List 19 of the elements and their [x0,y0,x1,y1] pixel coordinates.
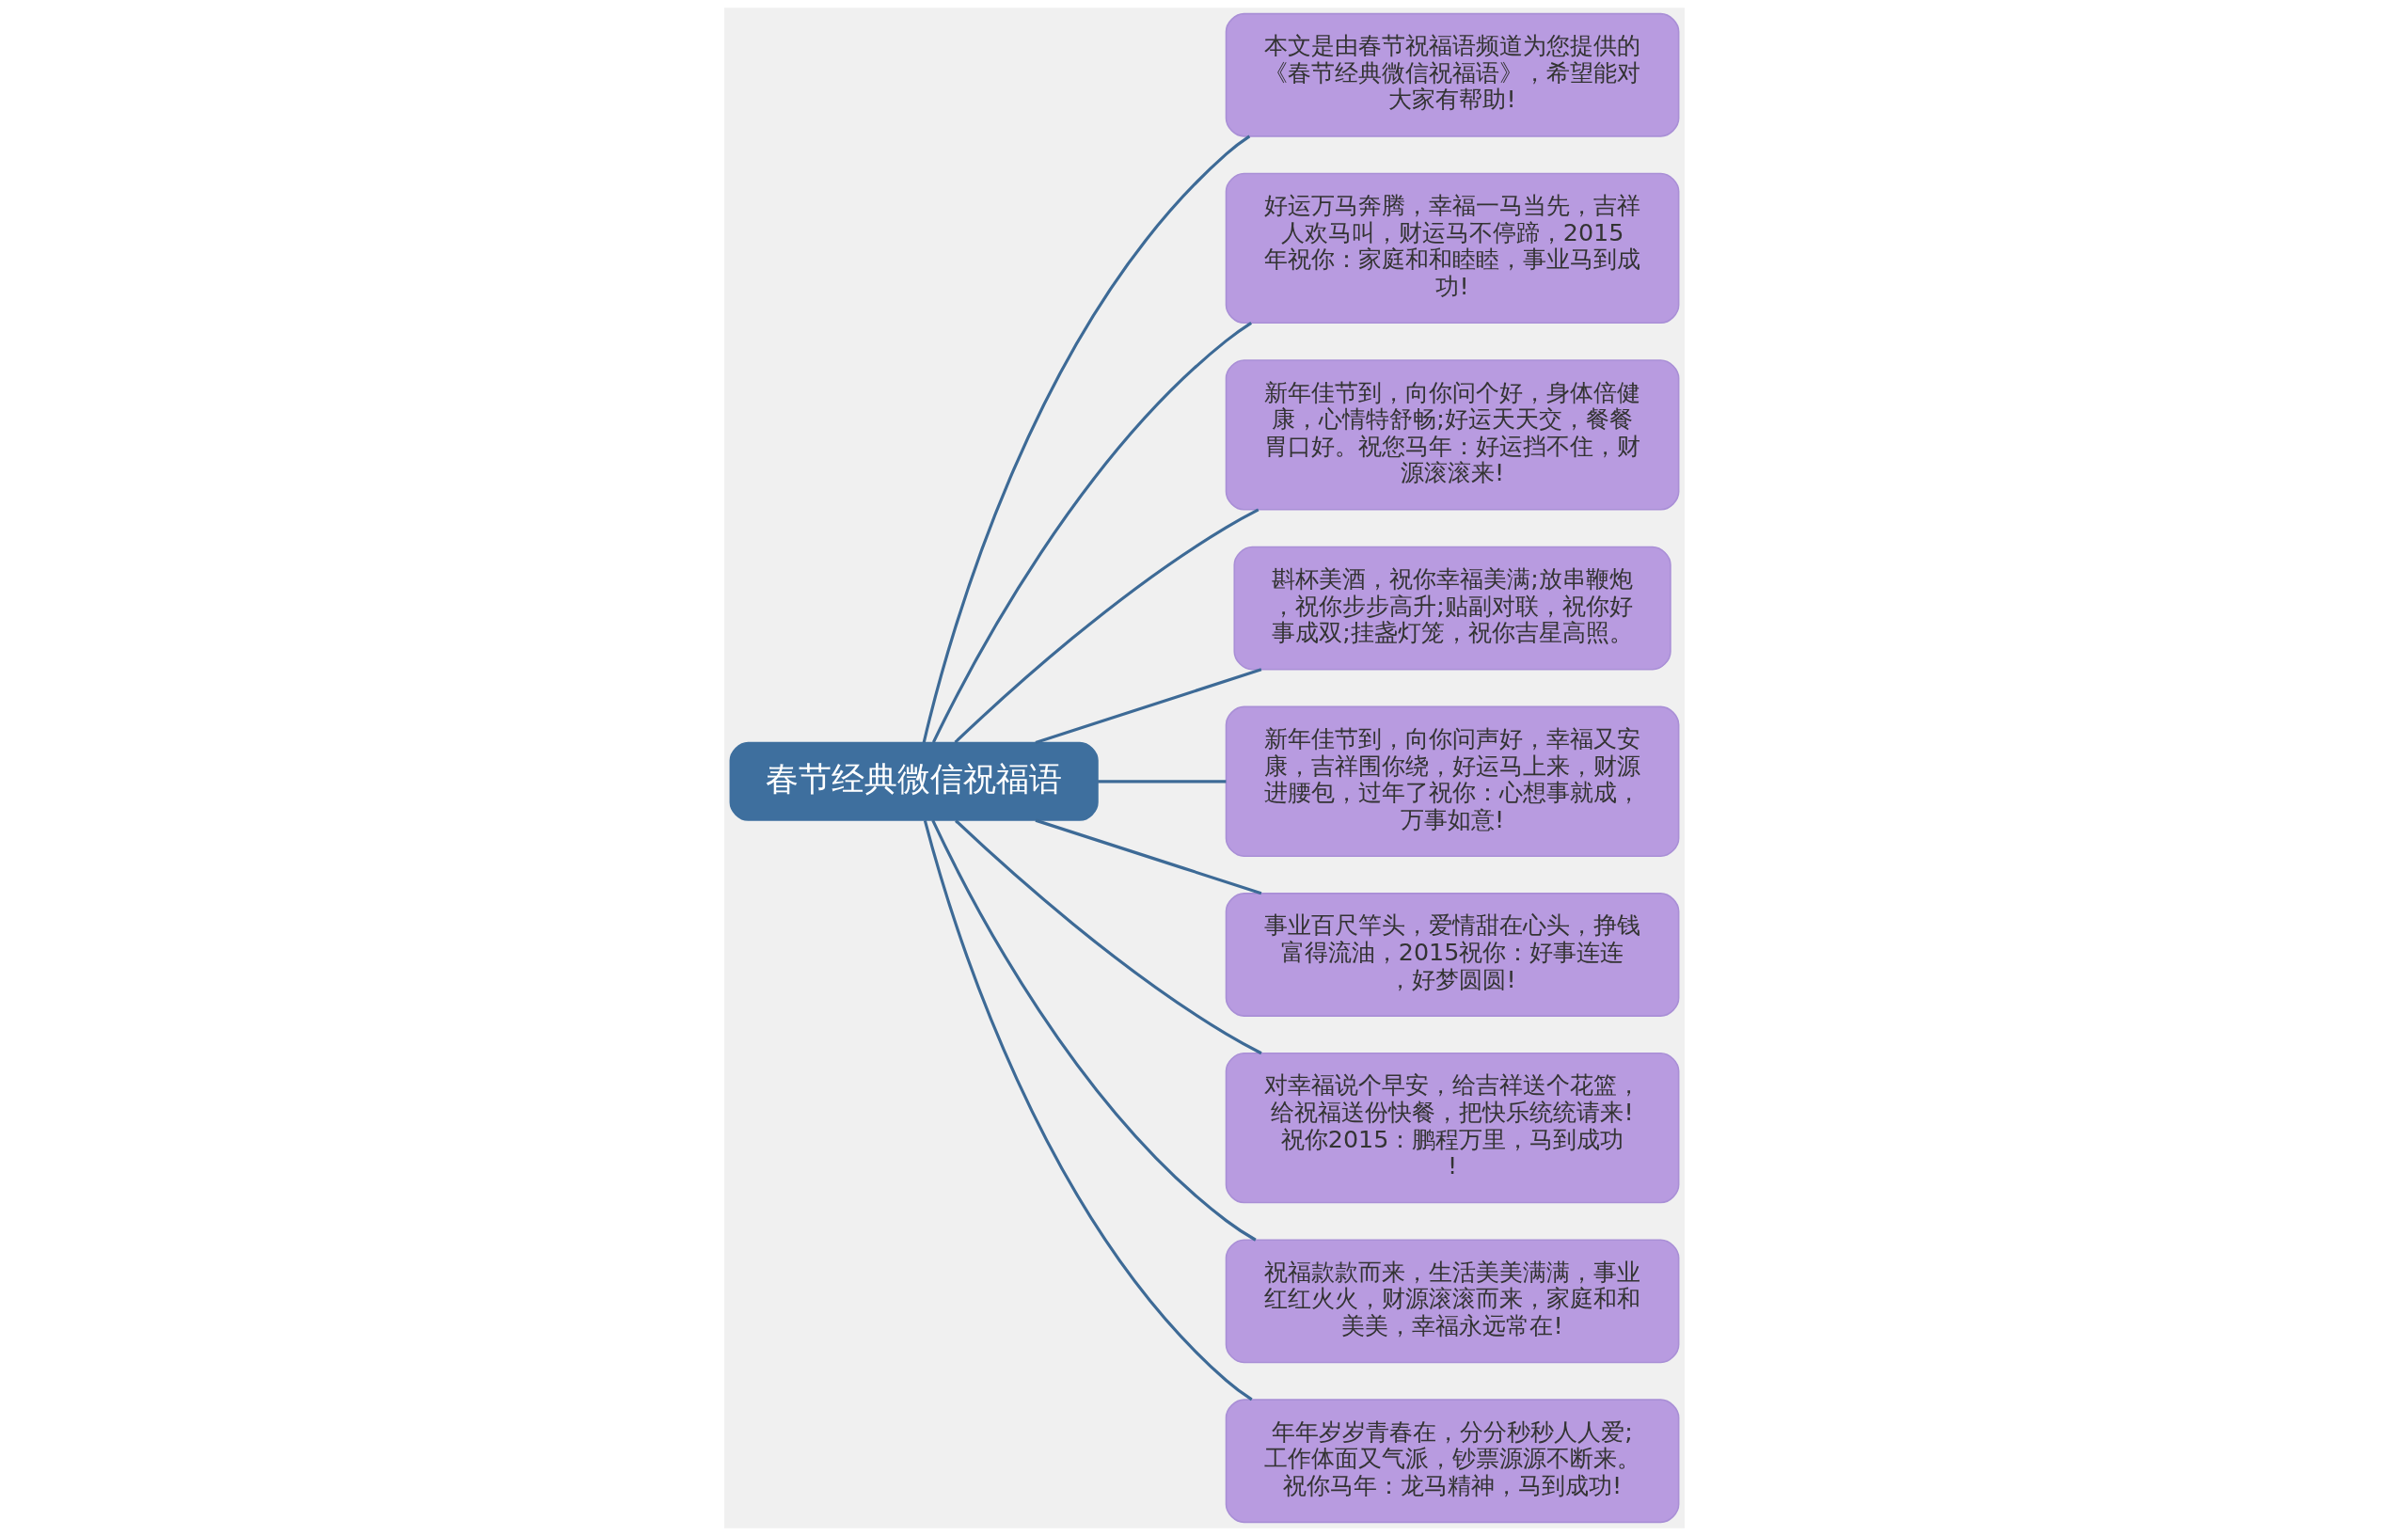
node-box: 对幸福说个早安，给吉祥送个花篮，给祝福送份快餐，把快乐统统请来!祝你2015：鹏程万里，马到成功! [1225,1053,1679,1204]
connector [923,819,1253,1401]
connector [954,819,1262,1055]
connector [1035,668,1261,744]
node-box: 春节经典微信祝福语 [729,741,1099,821]
node-box: 祝福款款而来，生活美美满满，事业红红火火，财源滚滚而来，家庭和和美美，幸福永远常在! [1225,1239,1679,1364]
node-box: 新年佳节到，向你问个好，身体倍健康，心情特舒畅;好运天天交，餐餐胃口好。祝您马年：好运挡不住，财源滚滚来! [1225,359,1679,511]
connector [930,819,1257,1242]
node-box: 好运万马奔腾，幸福一马当先，吉祥人欢马叫，财运马不停蹄，2015年祝你：家庭和和睦睦，事业马到成功! [1225,172,1679,325]
connector [953,508,1259,744]
node-box: 年年岁岁青春在，分分秒秒人人爱;工作体面又气派，钞票源源不断来。祝你马年：龙马精神，马到成功! [1225,1399,1679,1524]
connector [1097,780,1226,784]
node-box: 新年佳节到，向你问声好，幸福又安康，吉祥围你绕，好运马上来，财源进腰包，过年了祝你：心想事就成，万事如意! [1225,705,1679,857]
connector [922,135,1250,743]
node-box: 斟杯美酒，祝你幸福美满;放串鞭炮，祝你步步高升;贴副对联，祝你好事成双;挂盏灯笼，祝你吉星高照。 [1232,546,1671,671]
node-box: 本文是由春节祝福语频道为您提供的《春节经典微信祝福语》，希望能对大家有帮助! [1225,12,1679,137]
node-box: 事业百尺竿头，爱情甜在心头，挣钱富得流油，2015祝你：好事连连，好梦圆圆! [1225,893,1679,1017]
connector [1035,818,1261,895]
connector [931,322,1252,743]
